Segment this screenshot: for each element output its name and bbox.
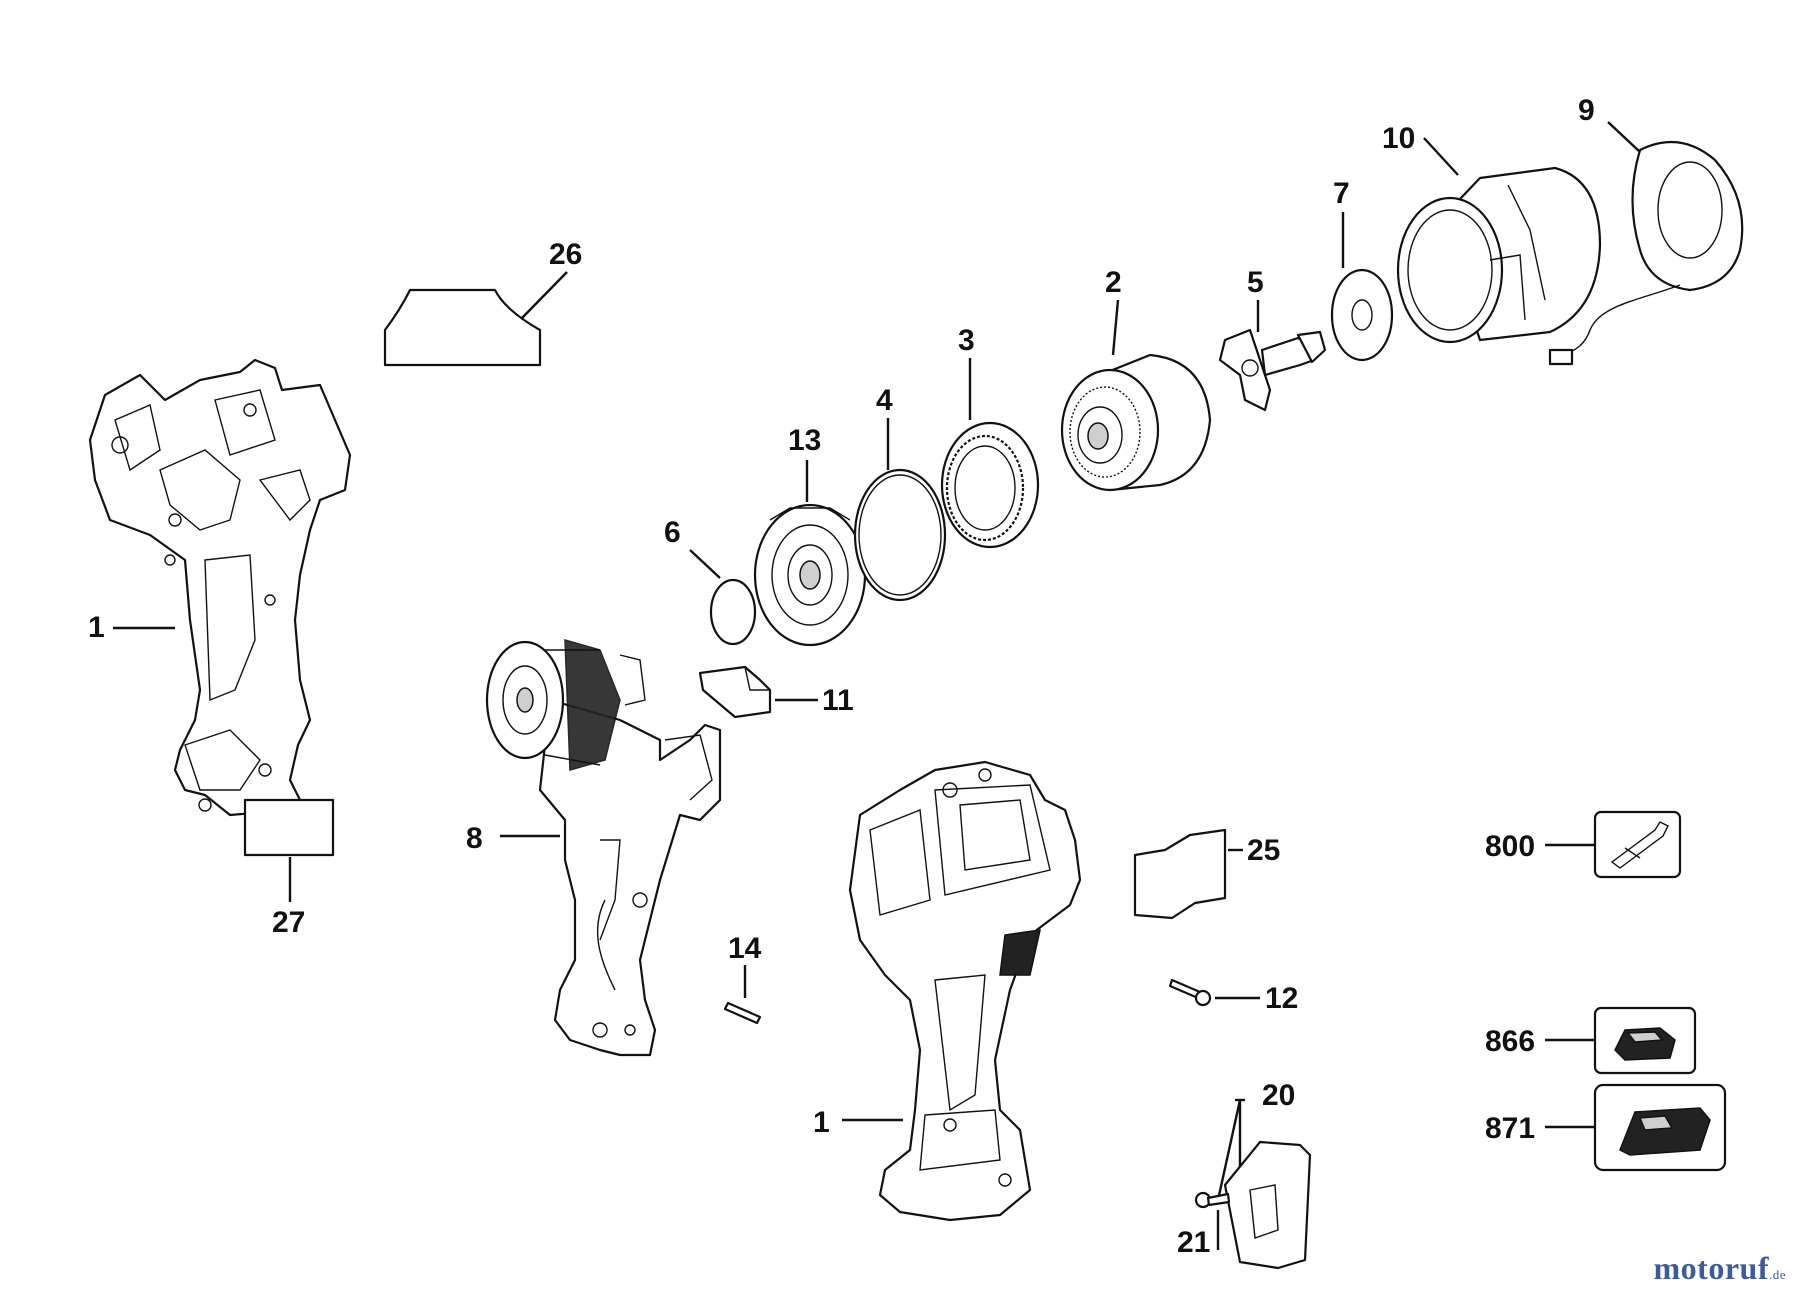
label-21: 21 <box>1177 1226 1210 1259</box>
watermark-tld: .de <box>1768 1267 1786 1282</box>
part-26-label-plate <box>383 271 568 367</box>
label-7: 7 <box>1333 177 1350 210</box>
label-800: 800 <box>1485 830 1535 863</box>
label-25: 25 <box>1247 834 1280 867</box>
watermark-logo: motoruf.de <box>1654 1250 1787 1287</box>
label-13: 13 <box>788 424 821 457</box>
part-4-gasket-ring <box>853 418 947 602</box>
label-3: 3 <box>958 324 975 357</box>
part-8-motor-switch-assembly <box>485 638 722 1057</box>
label-20: 20 <box>1262 1079 1295 1112</box>
part-13-bearing-plate <box>753 460 867 647</box>
label-2: 2 <box>1105 266 1122 299</box>
part-20-belt-clip <box>1216 1098 1312 1270</box>
part-11-switch-module <box>698 665 818 719</box>
accessory-866-battery <box>1545 1006 1697 1075</box>
part-25-label <box>1133 828 1243 920</box>
part-21-screw <box>1194 1191 1231 1250</box>
label-9: 9 <box>1578 94 1595 127</box>
label-27: 27 <box>272 906 305 939</box>
accessory-800 <box>1545 810 1682 879</box>
part-1-housing-assembled <box>842 760 1082 1222</box>
label-11: 11 <box>822 684 854 717</box>
label-8: 8 <box>466 822 483 855</box>
watermark-main: motoruf <box>1653 1250 1769 1286</box>
part-2-gearbox <box>1060 299 1212 492</box>
label-1-right: 1 <box>813 1106 830 1139</box>
label-14: 14 <box>728 932 762 965</box>
label-12: 12 <box>1265 982 1298 1015</box>
part-1-housing-half-left <box>88 358 352 817</box>
part-27-label <box>243 798 335 902</box>
label-1-left: 1 <box>88 611 105 644</box>
part-5-anvil <box>1218 300 1327 412</box>
part-3-ring-gear <box>940 358 1040 549</box>
part-6-o-ring <box>689 549 757 646</box>
label-6: 6 <box>664 516 681 549</box>
part-9-led-ring <box>1548 121 1744 366</box>
label-866: 866 <box>1485 1025 1535 1058</box>
label-5: 5 <box>1247 266 1264 299</box>
label-26: 26 <box>549 238 582 271</box>
callout-labels: 1 1 2 3 4 5 6 7 8 9 10 11 12 13 14 20 21… <box>88 94 1595 1259</box>
part-14-pin <box>723 965 762 1025</box>
label-4: 4 <box>876 384 893 417</box>
part-10-hammer-case <box>1396 137 1602 344</box>
label-871: 871 <box>1485 1112 1535 1145</box>
part-12-screw <box>1168 978 1260 1007</box>
label-10: 10 <box>1382 122 1415 155</box>
part-7-washer <box>1330 212 1394 362</box>
accessory-871-charger <box>1545 1083 1727 1172</box>
